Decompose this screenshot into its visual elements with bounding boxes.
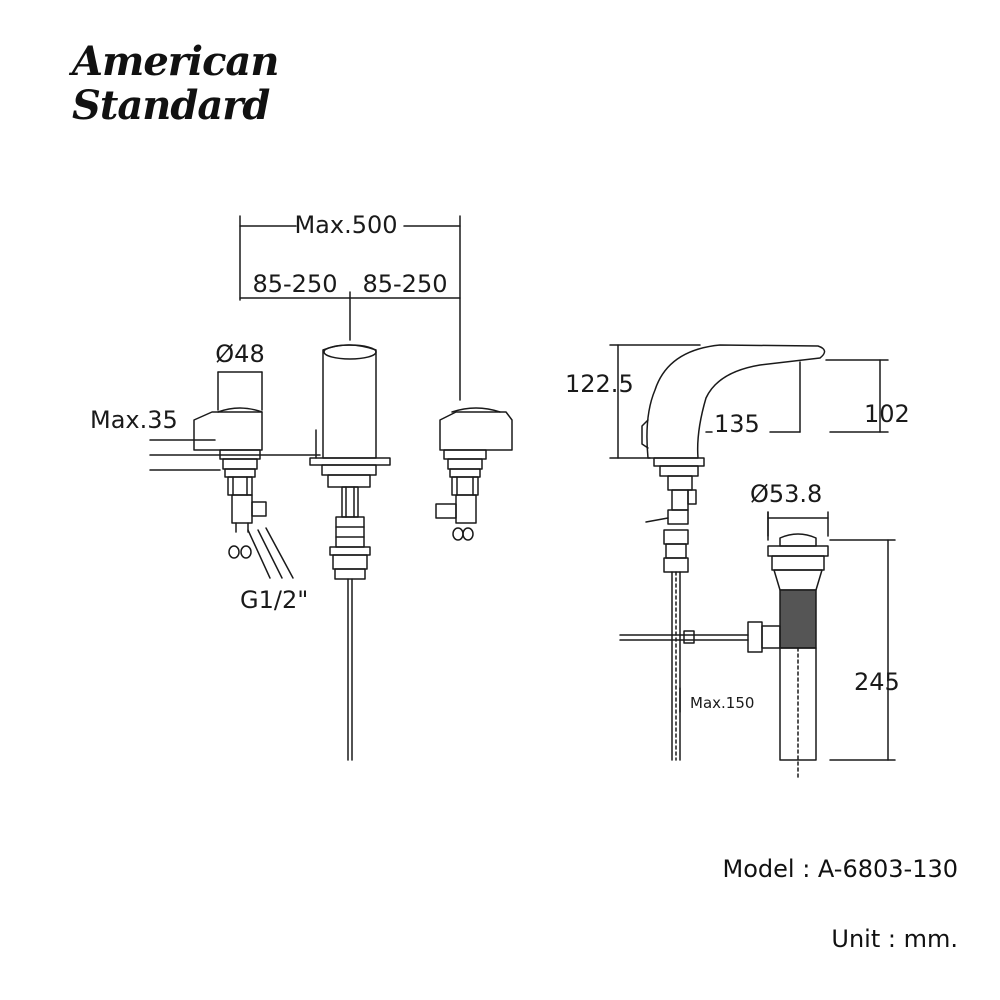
unit-label: Unit : mm. bbox=[831, 925, 958, 953]
model-number: Model : A-6803-130 bbox=[722, 855, 959, 883]
dim-max-width: Max.500 bbox=[294, 211, 397, 239]
center-spout-front bbox=[309, 344, 391, 761]
dim-thread: G1/2" bbox=[240, 586, 308, 614]
side-dimension-lines bbox=[609, 344, 889, 459]
dim-drain-diameter: Ø53.8 bbox=[750, 480, 822, 508]
dim-drain-length: 245 bbox=[854, 668, 900, 696]
dim-spacing-left: 85-250 bbox=[252, 270, 337, 298]
dim-outlet-height: 102 bbox=[864, 400, 910, 428]
left-handle bbox=[193, 407, 267, 559]
front-dimension-lines bbox=[149, 215, 461, 579]
brand-logo-line2: Standard bbox=[72, 82, 270, 129]
right-handle bbox=[435, 407, 513, 541]
dim-handle-diameter: Ø48 bbox=[215, 340, 264, 368]
dim-handle-deck-max: Max.35 bbox=[90, 406, 178, 434]
brand-logo: American Standard bbox=[72, 38, 279, 129]
brand-logo-line1: American bbox=[72, 38, 279, 85]
dim-spout-height: 122.5 bbox=[565, 370, 634, 398]
dim-rod-max: Max.150 bbox=[690, 694, 754, 712]
side-spout bbox=[641, 344, 826, 761]
dim-spacing-right: 85-250 bbox=[362, 270, 447, 298]
dim-spout-reach: 135 bbox=[714, 410, 760, 438]
drain-assembly bbox=[619, 511, 896, 779]
